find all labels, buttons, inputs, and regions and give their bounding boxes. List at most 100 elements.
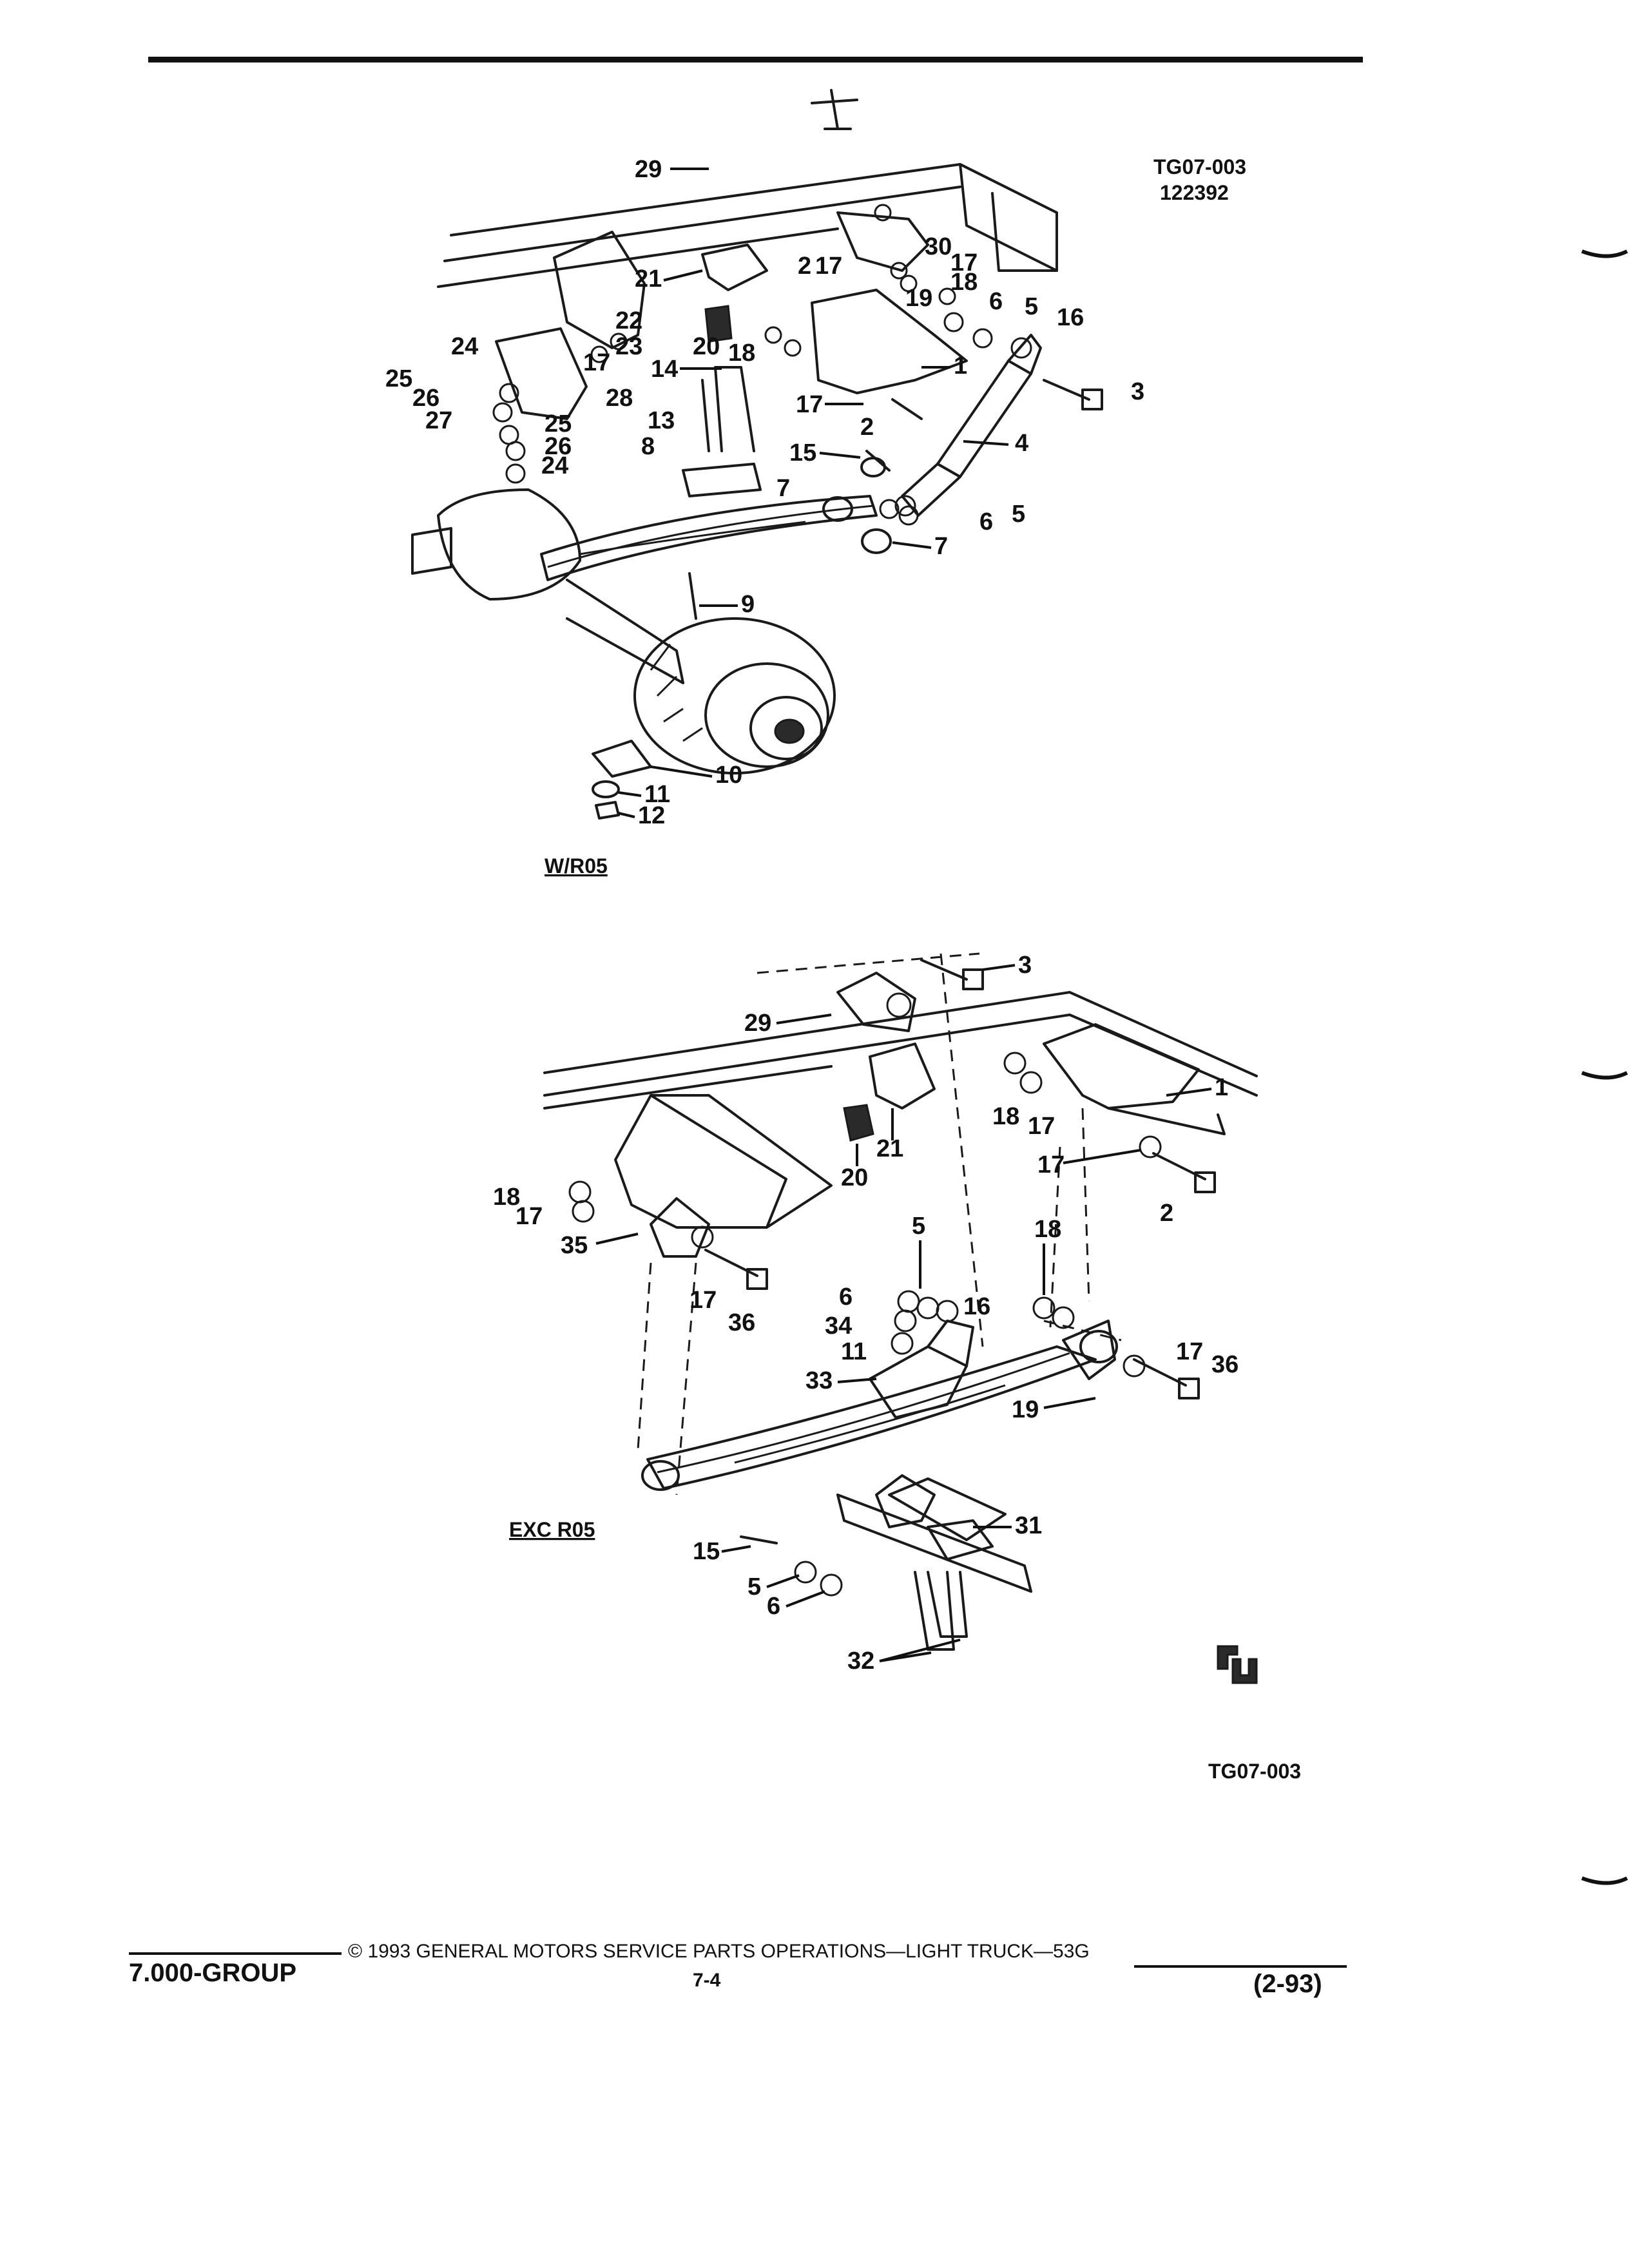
callout-19: 19 [905,285,932,312]
bottom-figure-artwork [543,952,1258,1651]
footer-rule-right [1134,1965,1347,1968]
callout-25: 25 [385,365,412,392]
top-figure-artwork [411,89,1103,820]
callout-b36b: 36 [1211,1351,1239,1378]
callout-b5: 5 [912,1213,925,1240]
callout-b36: 36 [728,1309,755,1336]
callout-b17b: 17 [1037,1151,1065,1178]
callout-21: 21 [635,265,662,293]
callout-17d: 17 [796,391,823,418]
gm-spo-logo [1217,1645,1258,1684]
callout-b15: 15 [693,1538,720,1565]
callout-b11: 11 [841,1338,867,1365]
callout-b17c: 17 [516,1203,543,1230]
footer-page: 7-4 [693,1970,721,1991]
callout-10: 10 [715,762,742,789]
callout-b17e: 17 [1176,1338,1203,1365]
axle-housing [437,488,581,601]
callout-26b: 26 [545,433,572,460]
callout-b32: 32 [847,1648,874,1675]
callout-7: 7 [776,475,790,502]
callout-b5b: 5 [747,1573,761,1600]
ref-code: TG07-003 [1153,155,1246,178]
callout-6b: 6 [979,508,993,535]
rear-spring-hanger [1043,1023,1200,1110]
callout-b31: 31 [1015,1512,1042,1539]
callout-b34: 34 [825,1312,852,1340]
callout-b19: 19 [1012,1396,1039,1423]
u-bolts [914,1571,955,1651]
shock-absorber [936,360,1032,478]
callout-b21: 21 [876,1135,903,1162]
footer-group: 7.000-GROUP [129,1959,297,1987]
section-label-exc-r05: EXC R05 [509,1518,595,1541]
callout-18b: 18 [728,340,755,367]
callout-b3: 3 [1018,952,1032,979]
callout-b6b: 6 [767,1593,780,1620]
callout-b17: 17 [1028,1113,1055,1140]
callout-2b: 2 [860,414,874,441]
callout-27: 27 [425,407,452,434]
section-label-w-r05: W/R05 [545,854,608,878]
callout-b35: 35 [561,1232,588,1259]
callout-b33: 33 [805,1367,833,1394]
callout-b29: 29 [744,1010,771,1037]
rear-hanger-bracket [811,289,968,394]
callout-22: 22 [615,307,642,334]
footer-rule-left [129,1952,342,1955]
footer-date-code: (2-93) [1253,1970,1322,1998]
callout-17: 17 [815,253,842,280]
callout-20: 20 [693,333,720,360]
callout-b6: 6 [839,1283,853,1311]
callout-13: 13 [648,407,675,434]
callout-12: 12 [638,802,665,829]
callout-15: 15 [789,439,816,466]
callout-30: 30 [925,233,952,260]
shackle [1062,1320,1116,1380]
callout-b18: 18 [992,1103,1019,1130]
callout-4: 4 [1015,430,1028,457]
callout-28: 28 [606,385,633,412]
callout-3: 3 [1131,378,1144,405]
callout-b20: 20 [841,1164,868,1191]
callout-5: 5 [1025,293,1038,320]
leaf-spring-lower [646,1345,1097,1490]
front-hanger-bracket [553,231,646,349]
callout-5b: 5 [1012,501,1025,528]
callout-17c: 17 [583,349,610,376]
callout-24: 24 [451,333,478,360]
top-callouts: 29 2 17 30 17 18 19 21 22 23 20 18 6 5 1… [385,156,1144,829]
callout-b17d: 17 [689,1287,717,1314]
margin-mark [1581,249,1628,258]
callout-16: 16 [1057,304,1084,331]
margin-mark [1581,1071,1628,1080]
callout-29: 29 [635,156,662,183]
callout-b18c: 18 [1034,1216,1061,1243]
callout-b2: 2 [1160,1200,1173,1227]
callout-11: 11 [644,781,670,808]
callout-7b: 7 [934,533,948,560]
frame-rail-lower [543,991,1258,1077]
callout-24b: 24 [541,452,568,479]
brake-drum [633,617,836,774]
margin-mark [1581,1876,1628,1885]
bottom-callouts: 3 29 18 17 1 21 20 17 2 18 17 35 17 36 5… [493,952,1239,1675]
footer-copyright: © 1993 GENERAL MOTORS SERVICE PARTS OPER… [348,1941,1090,1962]
callout-25b: 25 [545,410,572,437]
callout-b1: 1 [1215,1074,1228,1101]
callout-6: 6 [989,288,1003,315]
ref-date: 122392 [1160,181,1229,204]
callout-b16: 16 [963,1293,990,1320]
callout-1: 1 [954,352,967,380]
front-spring-hanger [614,1094,833,1229]
callout-23: 23 [615,333,642,360]
leaf-spring [540,495,878,581]
u-bolt [714,366,755,452]
callout-14: 14 [651,356,678,383]
callout-b18b: 18 [493,1184,520,1211]
callout-9: 9 [741,591,755,618]
axle-lower [836,1494,1032,1593]
callout-17b: 17 [950,249,978,276]
top-rule [148,57,1363,62]
